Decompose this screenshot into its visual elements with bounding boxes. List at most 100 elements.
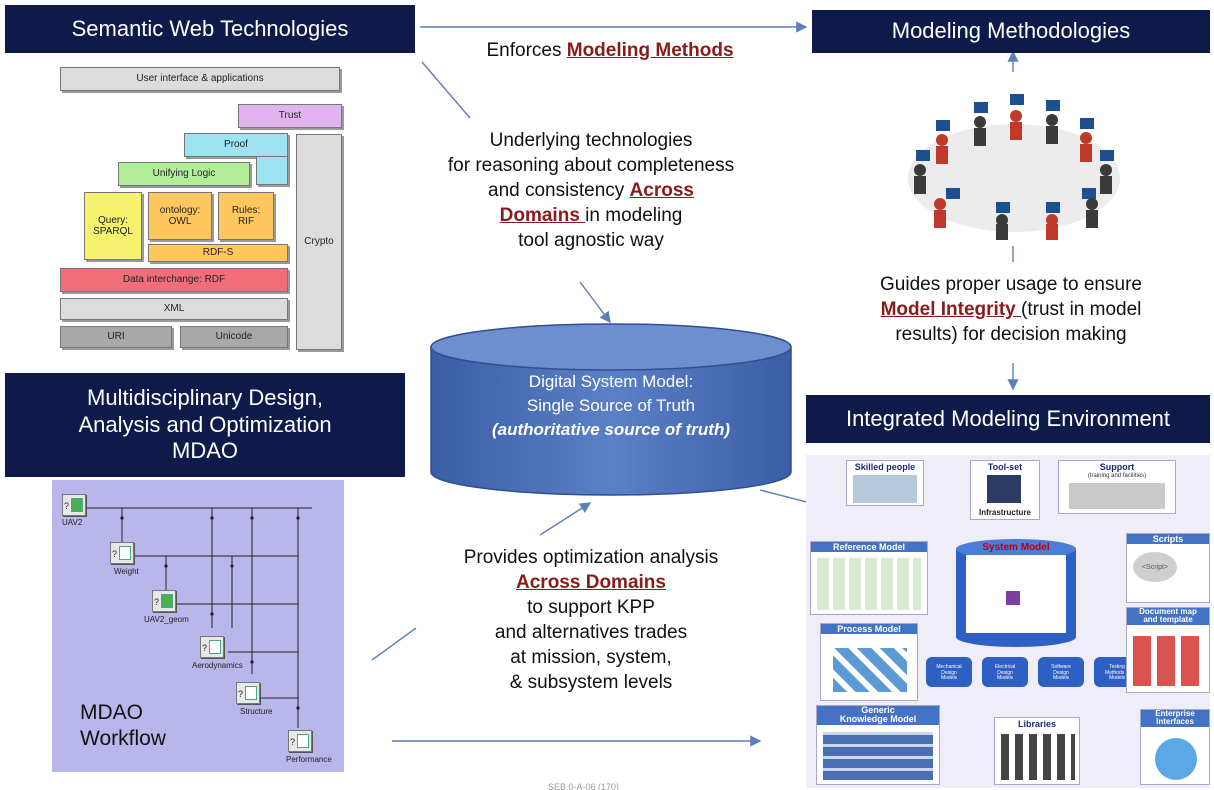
underlying-line-2: for reasoning about completeness: [447, 155, 735, 177]
header-modeling-methodologies: Modeling Methodologies: [812, 10, 1210, 53]
stack-rdf: Data interchange: RDF: [60, 268, 288, 292]
toolset-computer: [987, 475, 1021, 503]
stack-ui: User interface & applications: [60, 67, 340, 91]
panel-skilled-people: Skilled people: [846, 460, 924, 506]
panel-document-map-title: Document map and template: [1127, 607, 1209, 625]
panel-reference-model: Reference Model: [810, 541, 928, 615]
panel-support-subtitle: (training and facilities): [1087, 473, 1147, 479]
panel-skilled-people-title: Skilled people: [854, 462, 916, 472]
underlying-line-4-suffix: in modeling: [585, 205, 683, 227]
panel-infrastructure-title: Infrastructure: [978, 508, 1031, 517]
stack-rules: Rules: RIF: [218, 192, 274, 240]
mdao-connections: [86, 507, 312, 728]
underlying-line-4-emphasis: Domains: [499, 205, 586, 227]
digital-model-line-3: (authoritative source of truth): [491, 419, 730, 439]
arrow-mdao-to-text: [371, 627, 417, 661]
disk-electrical: Electrical Design Models: [982, 657, 1028, 687]
mdao-node-uav2-geom-label: UAV2_geom: [144, 615, 189, 624]
panel-reference-model-title: Reference Model: [811, 542, 927, 552]
provides-line-6: & subsystem levels: [509, 672, 673, 694]
mdao-node-weight-label: Weight: [114, 567, 139, 576]
underlying-line-3-prefix: and consistency: [488, 180, 630, 202]
mdao-node-uav2-geom[interactable]: ?: [152, 590, 176, 612]
stack-uri: URI: [60, 326, 172, 348]
skilled-people-photo: [853, 475, 917, 503]
disk-mechanical: Mechanical Design Models: [926, 657, 972, 687]
underlying-line-3: and consistency Across: [400, 178, 782, 203]
mdao-node-performance[interactable]: ?: [288, 730, 312, 752]
panel-scripts: Scripts <Script>: [1126, 533, 1210, 603]
script-bubble: <Script>: [1133, 552, 1177, 582]
guides-line-2: Model Integrity (trust in model: [826, 297, 1196, 322]
document-map-icons: [1133, 636, 1205, 686]
guides-line-2-emphasis: Model Integrity: [880, 299, 1022, 321]
digital-model-label: Digital System Model: Single Source of T…: [430, 370, 792, 441]
provides-line-1: Provides optimization analysis: [463, 547, 719, 568]
guides-text: Guides proper usage to ensure Model Inte…: [826, 272, 1196, 347]
mdao-workflow-panel: ? UAV2 ? Weight ? UAV2_geom ? Aerodynami…: [52, 480, 344, 772]
support-figures: [1069, 483, 1165, 509]
provides-line-2: Across Domains: [412, 570, 770, 595]
mdao-node-aerodynamics[interactable]: ?: [200, 636, 224, 658]
digital-model-line-2: Single Source of Truth: [526, 395, 696, 415]
mdao-caption-line-2: Workflow: [80, 726, 166, 750]
header-mdao: Multidisciplinary Design, Analysis and O…: [5, 373, 405, 477]
panel-enterprise: Enterprise Interfaces: [1140, 709, 1210, 785]
provides-line-4: and alternatives trades: [494, 622, 688, 644]
header-mdao-line-1: Multidisciplinary Design,: [87, 385, 323, 411]
stack-ontology: ontology: OWL: [148, 192, 212, 240]
panel-process-model-title: Process Model: [821, 624, 917, 634]
guides-line-2-suffix: (trust in model: [1021, 299, 1142, 321]
system-model-title: System Model: [982, 542, 1050, 553]
underlying-line-4: Domains in modeling: [400, 203, 782, 228]
stack-proof: Proof: [184, 133, 288, 157]
system-model-cylinder: [956, 539, 1076, 647]
mdao-node-weight[interactable]: ?: [110, 542, 134, 564]
stack-crypto: Crypto: [296, 134, 342, 350]
panel-toolset-title: Tool-set: [987, 462, 1023, 472]
panel-libraries: Libraries: [994, 717, 1080, 785]
arrow-semantic-to-center: [421, 61, 471, 119]
stack-trust: Trust: [238, 104, 342, 128]
people-circle-image: [908, 94, 1120, 240]
stack-proof-tail: [256, 157, 288, 185]
reference-model-grid: [817, 558, 921, 610]
arrow-text-to-cylinder: [579, 281, 611, 324]
enforces-prefix: Enforces: [486, 40, 567, 61]
enforces-text: Enforces Modeling Methods: [430, 38, 790, 63]
panel-generic-knowledge: Generic Knowledge Model: [816, 705, 940, 785]
header-mdao-line-3: MDAO: [172, 438, 238, 464]
libraries-icons: [1001, 734, 1075, 780]
mdao-node-uav2[interactable]: ?: [62, 494, 86, 516]
underlying-text: Underlying technologies for reasoning ab…: [400, 128, 782, 253]
panel-scripts-title: Scripts: [1127, 534, 1209, 544]
panel-enterprise-title: Enterprise Interfaces: [1141, 709, 1209, 727]
arrow-provides-to-cylinder: [539, 502, 592, 536]
panel-process-model: Process Model: [820, 623, 918, 701]
provides-line-3: to support KPP: [527, 597, 655, 619]
provides-line-2-emphasis: Across Domains: [516, 572, 666, 594]
panel-generic-knowledge-title: Generic Knowledge Model: [817, 705, 939, 725]
mdao-node-structure[interactable]: ?: [236, 682, 260, 704]
provides-line-5: at mission, system,: [510, 647, 672, 669]
panel-toolset: Tool-set Infrastructure: [970, 460, 1040, 520]
header-integrated-env: Integrated Modeling Environment: [806, 395, 1210, 443]
panel-libraries-title: Libraries: [1017, 719, 1057, 729]
mdao-caption-line-1: MDAO: [80, 701, 143, 724]
header-mdao-line-2: Analysis and Optimization: [78, 411, 332, 437]
enforces-emphasis: Modeling Methods: [566, 40, 734, 61]
stack-query: Query: SPARQL: [84, 192, 142, 260]
guides-line-3: results) for decision making: [895, 324, 1127, 346]
database-cylinder: [430, 323, 792, 496]
stack-rdfs: RDF-S: [148, 244, 288, 262]
provides-text: Provides optimization analysis Across Do…: [412, 545, 770, 695]
panel-document-map: Document map and template: [1126, 607, 1210, 693]
underlying-line-3-emphasis: Across: [629, 180, 694, 202]
panel-support: Support (training and facilities): [1058, 460, 1176, 514]
mdao-node-performance-label: Performance: [286, 755, 332, 764]
mdao-node-aerodynamics-label: Aerodynamics: [192, 661, 243, 670]
underlying-line-1: Underlying technologies: [489, 130, 693, 151]
enterprise-globe: [1155, 738, 1197, 780]
mdao-workflow-caption: MDAO Workflow: [80, 700, 166, 751]
underlying-line-5: tool agnostic way: [518, 230, 664, 252]
